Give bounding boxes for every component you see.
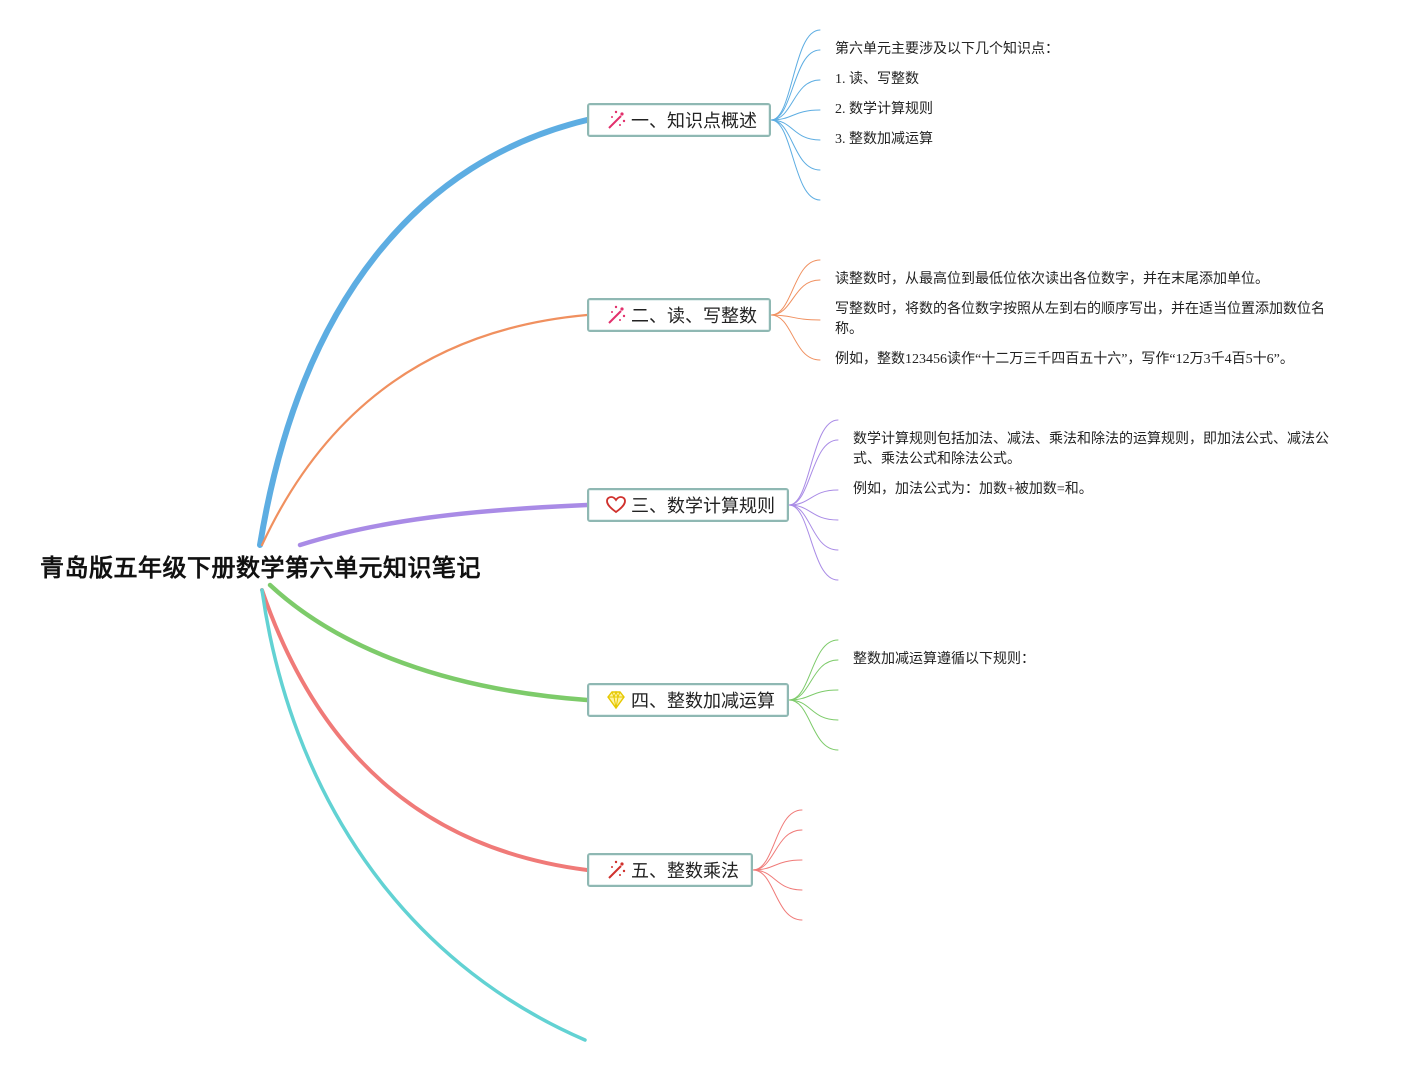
root-topic-title[interactable]: 青岛版五年级下册数学第六单元知识笔记 — [40, 555, 481, 582]
topic-1-note-3: 2. 数学计算规则 — [835, 102, 933, 117]
topic-5-subline-5 — [752, 869, 803, 921]
branch-3-line — [297, 502, 590, 548]
topic-node-2[interactable]: 二、读、写整数 — [587, 298, 771, 332]
topic-1-subline-7 — [770, 119, 821, 201]
topic-2-subline-4 — [770, 314, 821, 361]
topic-1-subline-1 — [770, 29, 821, 121]
branch-2-line — [260, 313, 589, 547]
topic-5-subline-4 — [752, 869, 803, 891]
topic-4-subline-4 — [788, 699, 839, 721]
magic-wand-icon — [605, 304, 627, 326]
topic-2-subline-1 — [770, 259, 821, 316]
topic-1-subline-6 — [770, 119, 821, 171]
topic-1-note-2: 1. 读、写整数 — [835, 72, 919, 87]
topic-1-subline-3 — [770, 79, 821, 121]
topic-node-3[interactable]: 三、数学计算规则 — [587, 488, 789, 522]
topic-3-subline-1 — [788, 419, 839, 506]
heart-icon — [605, 494, 627, 516]
topic-1-subline-2 — [770, 49, 821, 121]
topic-4-note-1: 整数加减运算遵循以下规则： — [853, 652, 1035, 667]
topic-1-note-4: 3. 整数加减运算 — [835, 132, 933, 147]
branch-6-line — [260, 588, 587, 1042]
topic-1-subline-4 — [770, 109, 821, 121]
topic-2-note-2: 写整数时，将数的各位数字按照从左到右的顺序写出，并在适当位置添加数位名称。 — [835, 302, 1325, 337]
topic-4-subline-5 — [788, 699, 839, 751]
topic-3-subline-3 — [788, 489, 839, 506]
topic-node-5[interactable]: 五、整数乘法 — [587, 853, 753, 887]
topic-1-subline-5 — [770, 119, 821, 141]
topic-5-subline-1 — [752, 809, 803, 871]
topic-node-4[interactable]: 四、整数加减运算 — [587, 683, 789, 717]
branch-1-line — [257, 117, 590, 548]
branch-5-line — [260, 588, 589, 872]
branch-4-line — [267, 582, 590, 703]
topic-3-note-1: 数学计算规则包括加法、减法、乘法和除法的运算规则，即加法公式、减法公式、乘法公式… — [853, 432, 1329, 467]
magic-wand-icon — [605, 109, 627, 131]
topic-3-subline-2 — [788, 439, 839, 506]
topic-5-subline-2 — [752, 829, 803, 871]
topic-4-subline-3 — [788, 689, 839, 701]
topic-label: 二、读、写整数 — [631, 306, 757, 326]
topic-3-subline-6 — [788, 504, 839, 581]
topic-4-subline-2 — [788, 659, 839, 701]
topic-1-note-1: 第六单元主要涉及以下几个知识点： — [835, 42, 1059, 57]
topic-label: 四、整数加减运算 — [631, 691, 775, 711]
topic-3-subline-5 — [788, 504, 839, 551]
topic-5-subline-3 — [752, 859, 803, 871]
topic-node-1[interactable]: 一、知识点概述 — [587, 103, 771, 137]
topic-2-note-3: 例如，整数123456读作“十二万三千四百五十六”，写作“12万3千4百5十6”… — [835, 352, 1294, 367]
topic-3-note-2: 例如，加法公式为：加数+被加数=和。 — [853, 482, 1093, 497]
topic-label: 一、知识点概述 — [631, 111, 757, 131]
topic-2-subline-2 — [770, 279, 821, 316]
topic-2-subline-3 — [770, 314, 821, 321]
topic-2-note-1: 读整数时，从最高位到最低位依次读出各位数字，并在末尾添加单位。 — [835, 272, 1269, 287]
magic-wand-icon — [605, 859, 627, 881]
topic-label: 三、数学计算规则 — [631, 496, 775, 516]
topic-label: 五、整数乘法 — [631, 861, 739, 881]
topic-4-subline-1 — [788, 639, 839, 701]
diamond-icon — [605, 689, 627, 711]
